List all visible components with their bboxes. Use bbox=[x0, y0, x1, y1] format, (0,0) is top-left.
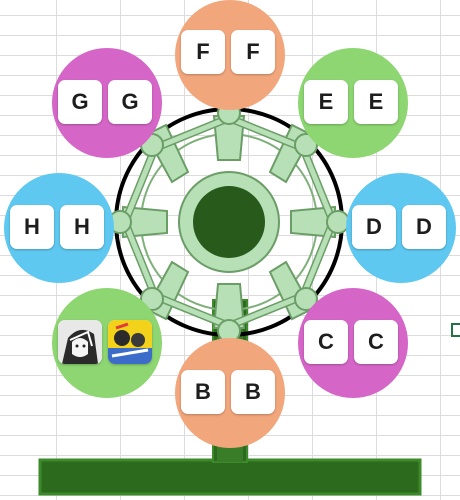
cell-left-left[interactable]: H bbox=[10, 205, 54, 249]
gondola-right: D D bbox=[346, 173, 456, 283]
cell-top-left-left[interactable]: G bbox=[58, 80, 102, 124]
gondola-bottom-left bbox=[52, 288, 162, 398]
wheel-base bbox=[38, 458, 422, 496]
gondola-bottom: B B bbox=[175, 338, 285, 448]
gondola-top: F F bbox=[175, 0, 285, 110]
manga-avatar-1[interactable] bbox=[58, 320, 102, 364]
cell-bottom-right[interactable]: B bbox=[231, 370, 275, 414]
wheel-hub bbox=[193, 186, 265, 258]
cell-bottom-right-left[interactable]: C bbox=[304, 320, 348, 364]
gondola-left: H H bbox=[4, 173, 114, 283]
cell-top-right-left[interactable]: E bbox=[304, 80, 348, 124]
cell-top-right-right[interactable]: E bbox=[354, 80, 398, 124]
cell-selection-edge bbox=[451, 323, 460, 337]
cell-top-right[interactable]: F bbox=[231, 30, 275, 74]
cell-left-right[interactable]: H bbox=[60, 205, 104, 249]
gondola-top-left: G G bbox=[52, 48, 162, 158]
cell-right-left[interactable]: D bbox=[352, 205, 396, 249]
cell-top-left-right[interactable]: G bbox=[108, 80, 152, 124]
manga-avatar-2[interactable] bbox=[108, 320, 152, 364]
cell-bottom-left[interactable]: B bbox=[181, 370, 225, 414]
gondola-top-right: E E bbox=[298, 48, 408, 158]
cell-top-left[interactable]: F bbox=[181, 30, 225, 74]
gondola-bottom-right: C C bbox=[298, 288, 408, 398]
cell-right-right[interactable]: D bbox=[402, 205, 446, 249]
cell-bottom-right-right[interactable]: C bbox=[354, 320, 398, 364]
